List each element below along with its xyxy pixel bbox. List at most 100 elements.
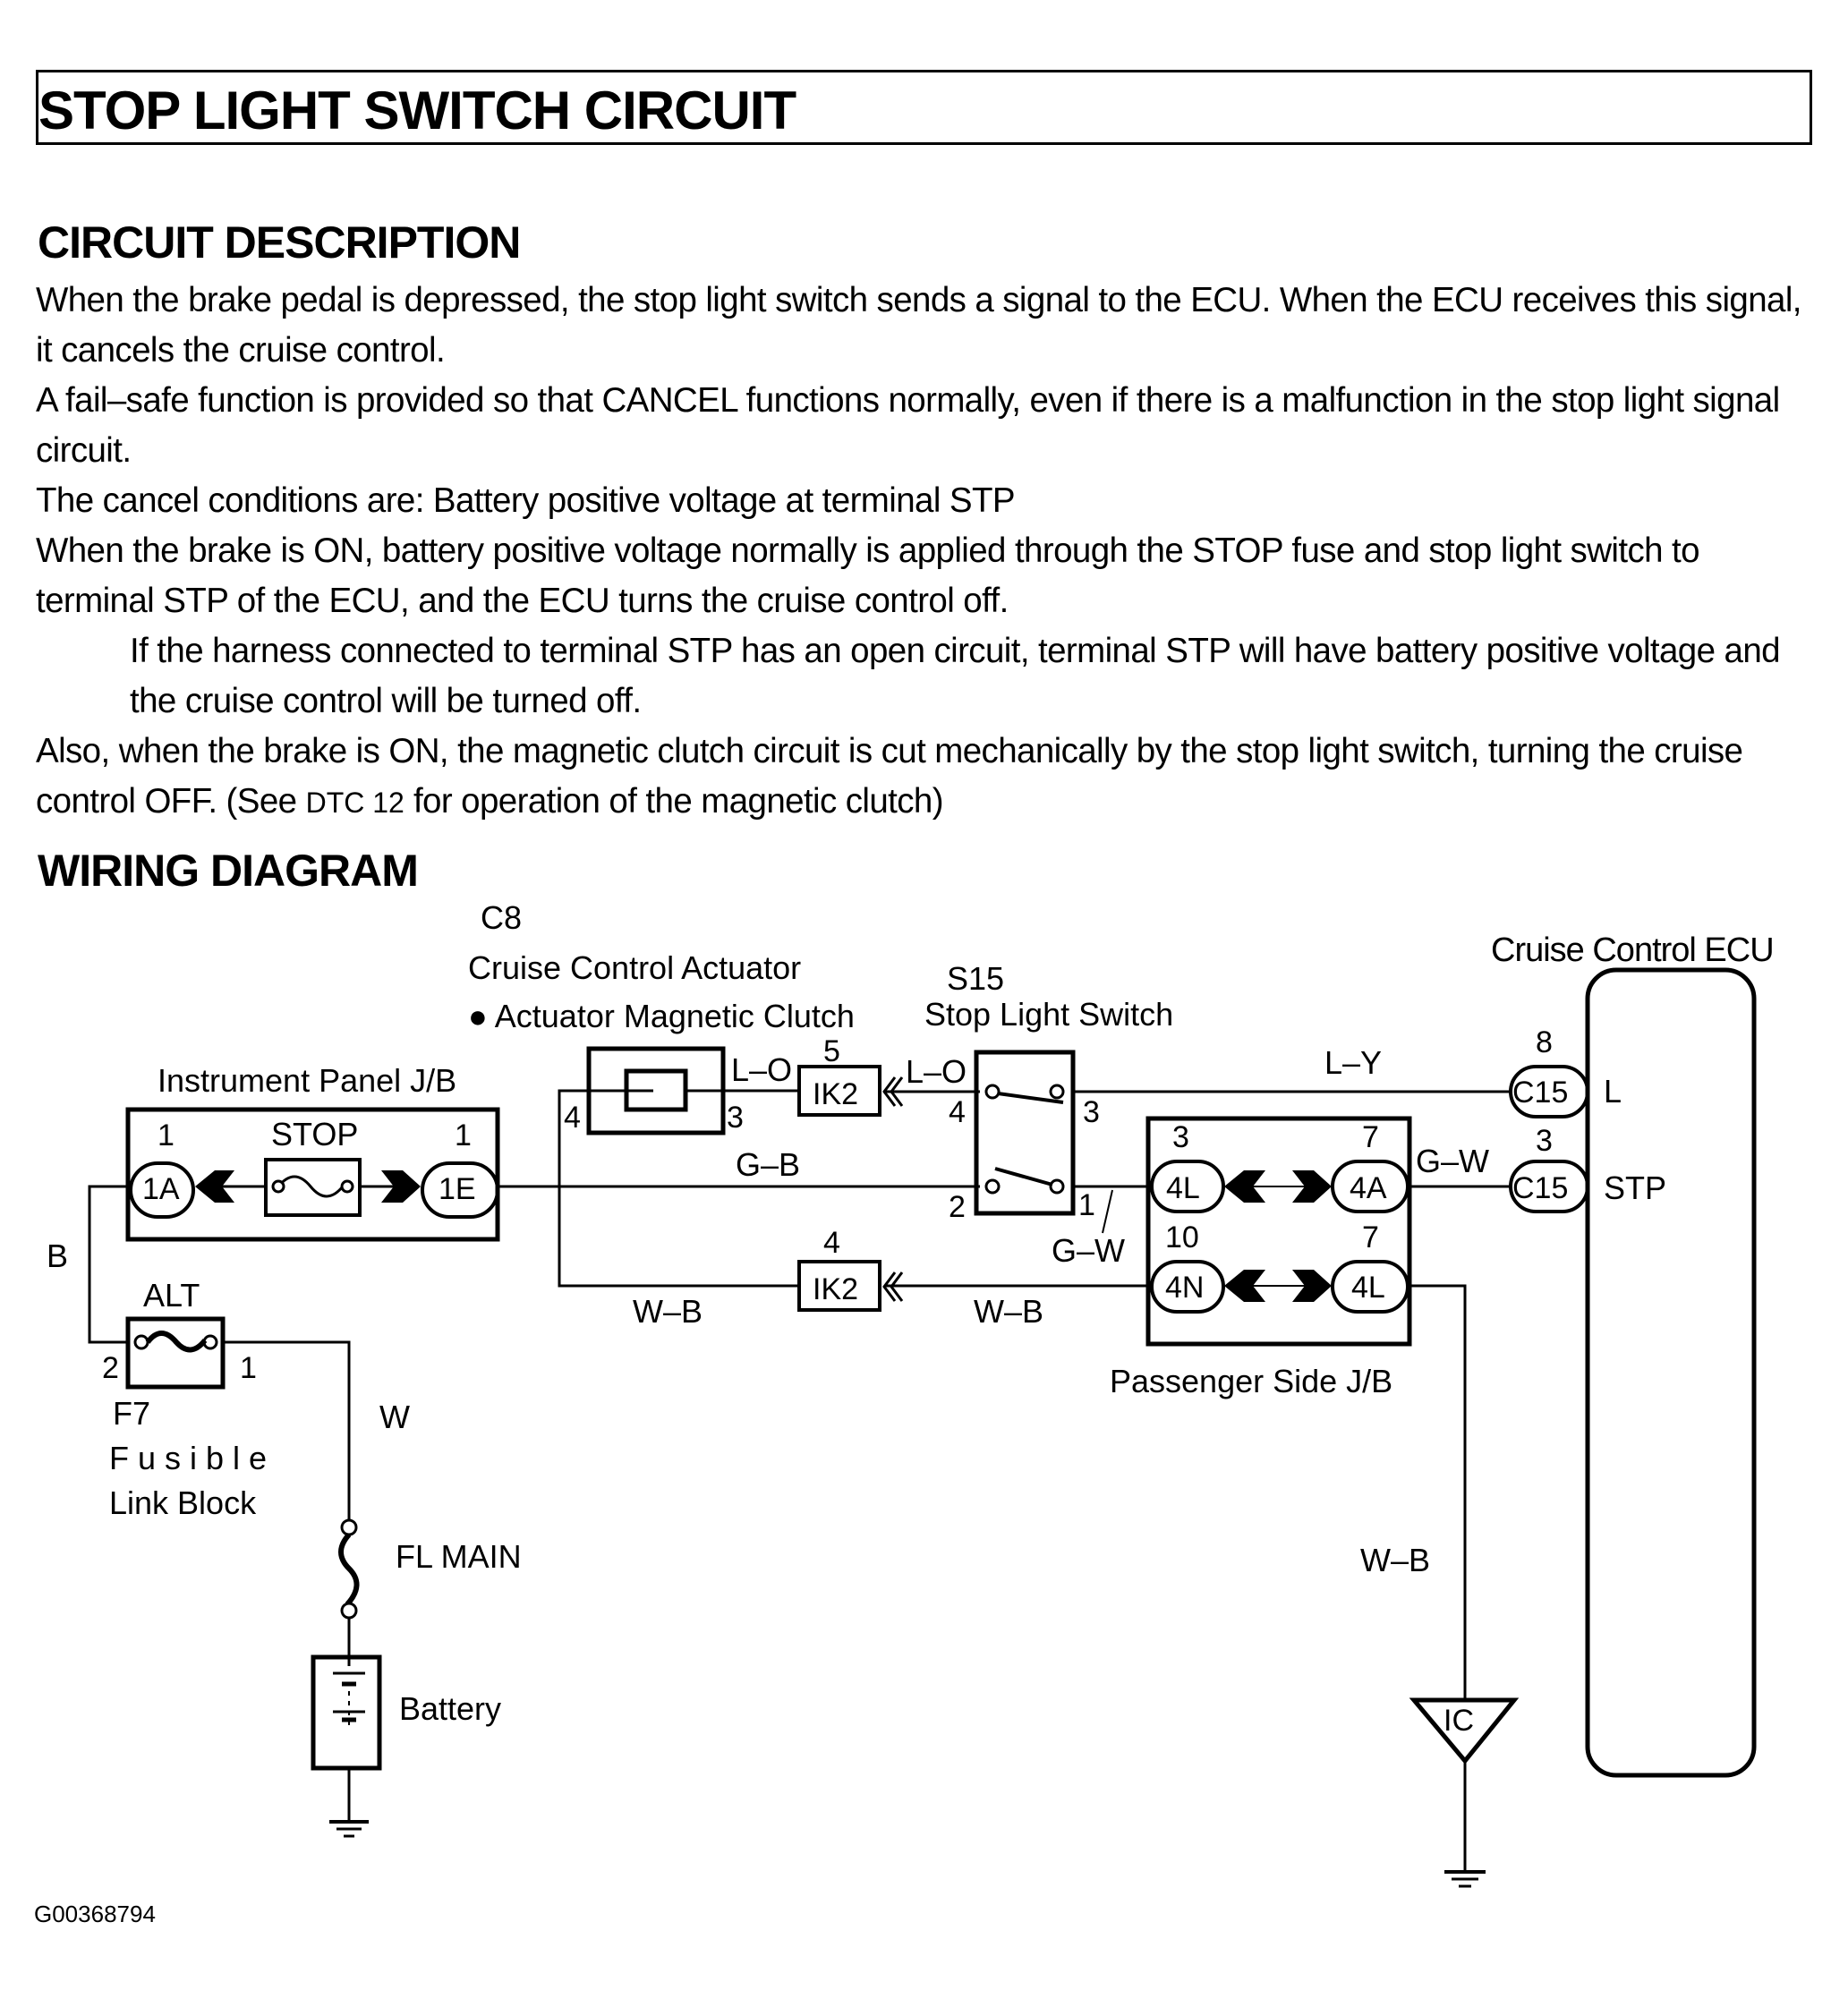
connector-4N: [1150, 1260, 1225, 1314]
stop-switch-name: Stop Light Switch: [924, 996, 1173, 1033]
battery-box: [311, 1654, 382, 1771]
ecu-terminal-stp: STP: [1604, 1169, 1666, 1206]
pin-number: 3: [1083, 1095, 1100, 1129]
fusible-link-name: F u s i b l e: [109, 1440, 267, 1476]
dtc-reference-link[interactable]: DTC 12: [305, 787, 405, 819]
connector-4A: [1331, 1160, 1409, 1213]
connector-ik2-label: IK2: [813, 1077, 858, 1111]
switch-contact-icon: [984, 1084, 1001, 1100]
connector-4A-label: 4A: [1350, 1171, 1387, 1205]
circuit-description-body: When the brake pedal is depressed, the s…: [36, 276, 1817, 828]
fusible-link-name: Link Block: [109, 1484, 257, 1521]
leader-line: [1102, 1189, 1113, 1234]
pin-number: 7: [1362, 1220, 1379, 1254]
wire-label: L–O: [731, 1051, 792, 1088]
wire-label: W: [379, 1399, 410, 1435]
paragraph: A fail–safe function is provided so that…: [36, 381, 1780, 470]
switch-arm-icon: [994, 1167, 1053, 1186]
wiring-diagram-heading: WIRING DIAGRAM: [38, 846, 419, 896]
battery-label: Battery: [399, 1690, 501, 1727]
pin-number: 5: [823, 1034, 840, 1068]
page-title-box: STOP LIGHT SWITCH CIRCUIT: [36, 70, 1812, 145]
connector-arrow-icon: [381, 1170, 421, 1203]
terminal-icon: [133, 1334, 149, 1350]
connector-1A: [129, 1161, 195, 1219]
connector-1E: [421, 1161, 499, 1219]
wire-label: G–B: [736, 1146, 800, 1183]
wire-b: [88, 1185, 131, 1344]
ground-point-label: IC: [1443, 1704, 1474, 1738]
stop-fuse-label: STOP: [271, 1116, 358, 1152]
ip-jb-name: Instrument Panel J/B: [158, 1062, 456, 1099]
connector-c15-label: C15: [1512, 1171, 1568, 1205]
fusible-link-icon: [145, 1331, 208, 1353]
pin-number: 1: [158, 1118, 175, 1152]
stop-light-switch-box: [974, 1050, 1076, 1216]
wire-label: W–B: [633, 1293, 703, 1330]
connector-4L-lower: [1331, 1260, 1409, 1314]
switch-contact-icon: [1049, 1084, 1065, 1100]
pin-number: 3: [1536, 1124, 1553, 1158]
wire-label: L–Y: [1324, 1044, 1382, 1081]
connector-4L: [1150, 1160, 1225, 1213]
pin-number: 8: [1536, 1025, 1553, 1059]
connector-ik2-label: IK2: [813, 1272, 858, 1306]
connector-4L-lower-label: 4L: [1351, 1271, 1385, 1305]
connector-4N-label: 4N: [1165, 1271, 1204, 1305]
figure-code: G00368794: [34, 1901, 156, 1927]
instrument-panel-jb-box: [125, 1107, 500, 1242]
alt-fusible-link-box: [125, 1316, 226, 1390]
paragraph: When the brake is ON, battery positive v…: [36, 532, 1700, 620]
connector-c15-label: C15: [1512, 1076, 1568, 1110]
fusible-link-code: F7: [113, 1395, 150, 1432]
pin-number: 4: [564, 1101, 581, 1135]
terminal-icon: [340, 1179, 354, 1194]
paragraph-text: for operation of the magnetic clutch): [404, 782, 944, 821]
fuse-icon: [277, 1175, 345, 1198]
pin-number: 10: [1165, 1220, 1199, 1254]
pin-number: 7: [1362, 1120, 1379, 1154]
fl-main-label: FL MAIN: [396, 1538, 522, 1575]
wire-w: [223, 1340, 351, 1521]
connector-1A-label: 1A: [142, 1172, 180, 1206]
fl-main-fuse-icon: [338, 1532, 360, 1607]
pin-number: 2: [102, 1351, 119, 1385]
page-title: STOP LIGHT SWITCH CIRCUIT: [38, 81, 796, 140]
paragraph: Also, when the brake is ON, the magnetic…: [36, 727, 1817, 828]
pin-number: 2: [949, 1190, 966, 1224]
connector-arrow-icon: [1224, 1270, 1265, 1302]
switch-contact-icon: [984, 1178, 1001, 1195]
actuator-code: C8: [481, 899, 522, 936]
paragraph-text: Also, when the brake is ON, the magnetic…: [36, 732, 1743, 821]
terminal-icon: [340, 1602, 358, 1620]
circuit-description-heading: CIRCUIT DESCRIPTION: [38, 217, 521, 268]
actuator-name: Cruise Control Actuator: [468, 949, 801, 986]
paragraph: When the brake pedal is depressed, the s…: [36, 281, 1802, 370]
connector-arrow-icon: [1292, 1170, 1332, 1203]
paragraph: The cancel conditions are: Battery posit…: [36, 481, 1016, 520]
connector-arrow-icon: [1224, 1170, 1265, 1203]
cruise-control-ecu-box: [1585, 967, 1757, 1778]
pin-number: 4: [823, 1226, 840, 1260]
connector-4L-label: 4L: [1166, 1171, 1200, 1205]
pin-number: 1: [240, 1351, 257, 1385]
connector-ik2-bottom: [797, 1260, 881, 1312]
pin-number: 1: [1078, 1188, 1095, 1222]
passenger-side-jb-box: [1145, 1116, 1412, 1347]
pin-number: 1: [455, 1118, 472, 1152]
stop-switch-code: S15: [947, 960, 1004, 997]
switch-arm-icon: [997, 1092, 1064, 1104]
wire-label: G–W: [1416, 1143, 1489, 1179]
passenger-jb-name: Passenger Side J/B: [1110, 1363, 1392, 1399]
connector-arrow-icon: [195, 1170, 234, 1203]
connector-c15-bottom: [1509, 1160, 1589, 1213]
terminal-icon: [271, 1179, 285, 1194]
wire-label: B: [47, 1237, 68, 1274]
wire-label: W–B: [974, 1293, 1043, 1330]
pin-number: 3: [1172, 1120, 1189, 1154]
connector-arrow-icon: [1292, 1270, 1332, 1302]
pin-number: 3: [727, 1101, 744, 1135]
terminal-icon: [340, 1518, 358, 1536]
alt-fuse-label: ALT: [143, 1277, 200, 1314]
